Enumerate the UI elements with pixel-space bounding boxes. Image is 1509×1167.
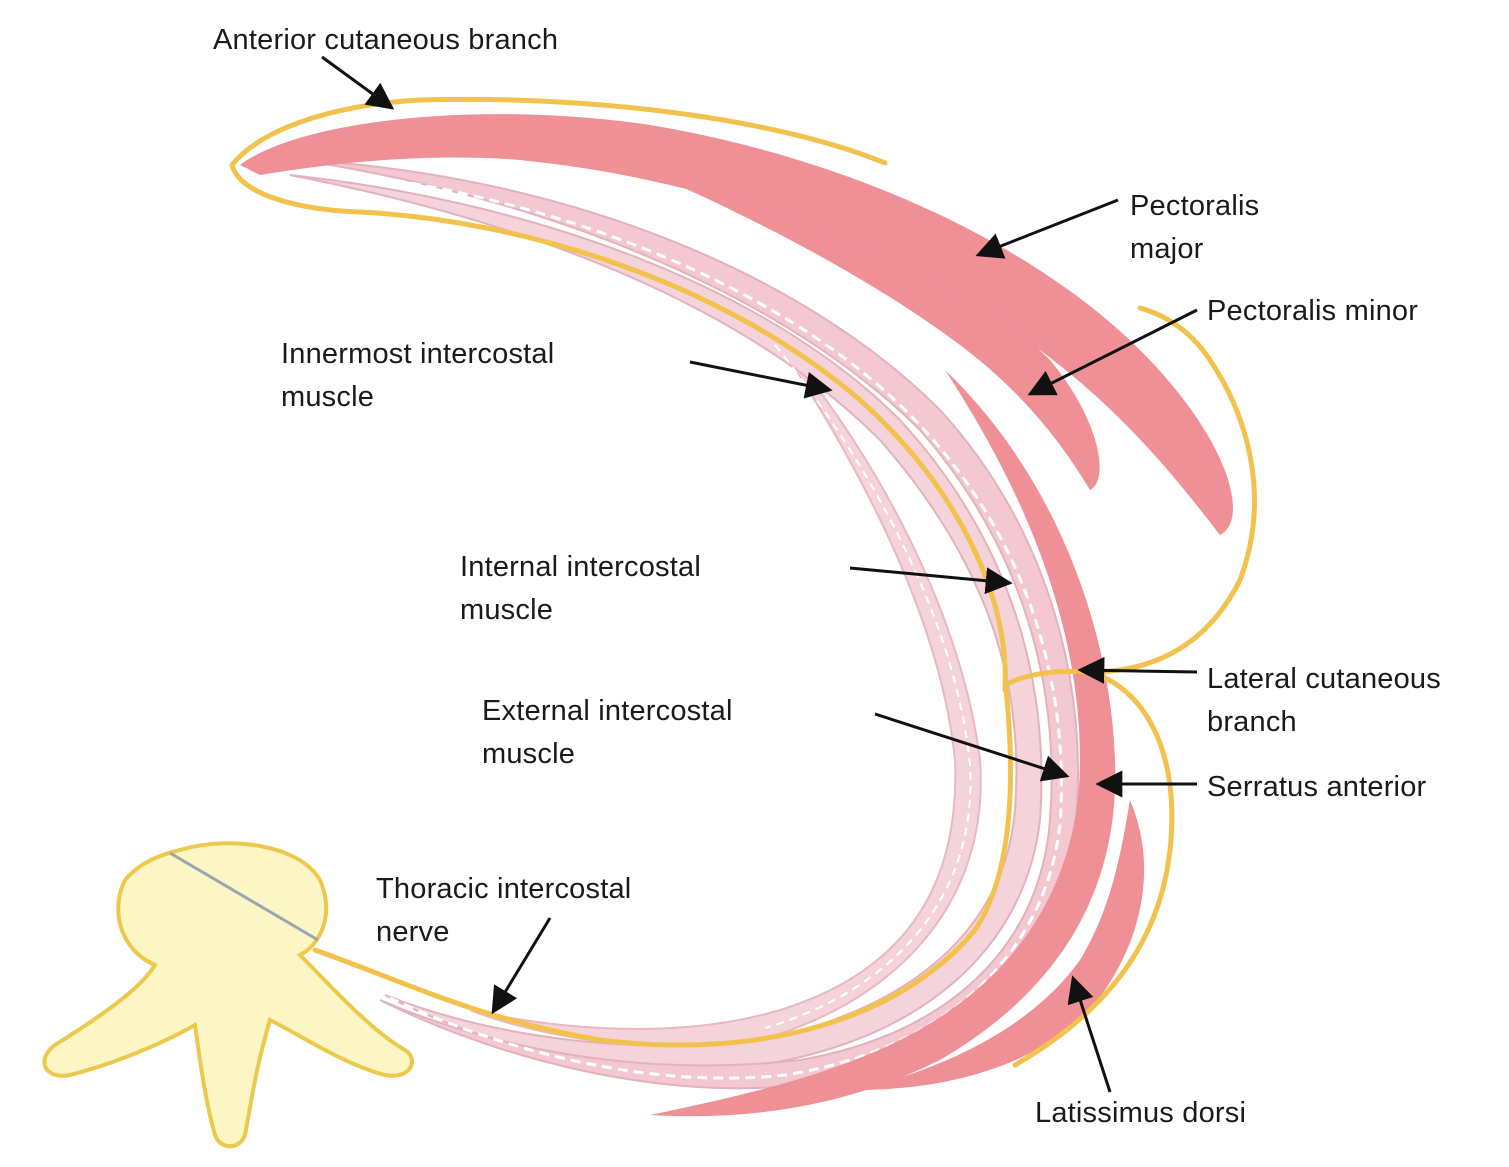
arrow-anterior-cutaneous: [322, 57, 392, 108]
label-text: Pectoralis: [1130, 185, 1259, 228]
label-text: Latissimus dorsi: [1035, 1092, 1246, 1135]
arrow-lateral-cutaneous: [1080, 670, 1197, 672]
label-latissimus-dorsi: Latissimus dorsi: [1035, 1092, 1246, 1135]
label-thoracic-intercostal-nerve: Thoracic intercostal nerve: [376, 868, 631, 954]
label-internal-intercostal-muscle: Internal intercostal muscle: [460, 546, 701, 632]
label-text: nerve: [376, 911, 631, 954]
label-pectoralis-minor: Pectoralis minor: [1207, 290, 1418, 333]
label-text: Anterior cutaneous branch: [213, 19, 558, 62]
label-anterior-cutaneous-branch: Anterior cutaneous branch: [213, 19, 558, 62]
label-serratus-anterior: Serratus anterior: [1207, 766, 1426, 809]
arrow-pectoralis-major: [978, 200, 1118, 255]
label-text: muscle: [460, 589, 701, 632]
label-text: muscle: [281, 376, 554, 419]
label-text: Pectoralis minor: [1207, 290, 1418, 333]
label-text: External intercostal: [482, 690, 733, 733]
label-text: Internal intercostal: [460, 546, 701, 589]
label-innermost-intercostal-muscle: Innermost intercostal muscle: [281, 333, 554, 419]
label-lateral-cutaneous-branch: Lateral cutaneous branch: [1207, 658, 1441, 744]
label-text: branch: [1207, 701, 1441, 744]
label-external-intercostal-muscle: External intercostal muscle: [482, 690, 733, 776]
label-text: Thoracic intercostal: [376, 868, 631, 911]
label-pectoralis-major: Pectoralis major: [1130, 185, 1259, 271]
label-text: Serratus anterior: [1207, 766, 1426, 809]
label-text: major: [1130, 228, 1259, 271]
label-text: Lateral cutaneous: [1207, 658, 1441, 701]
label-text: muscle: [482, 733, 733, 776]
label-text: Innermost intercostal: [281, 333, 554, 376]
